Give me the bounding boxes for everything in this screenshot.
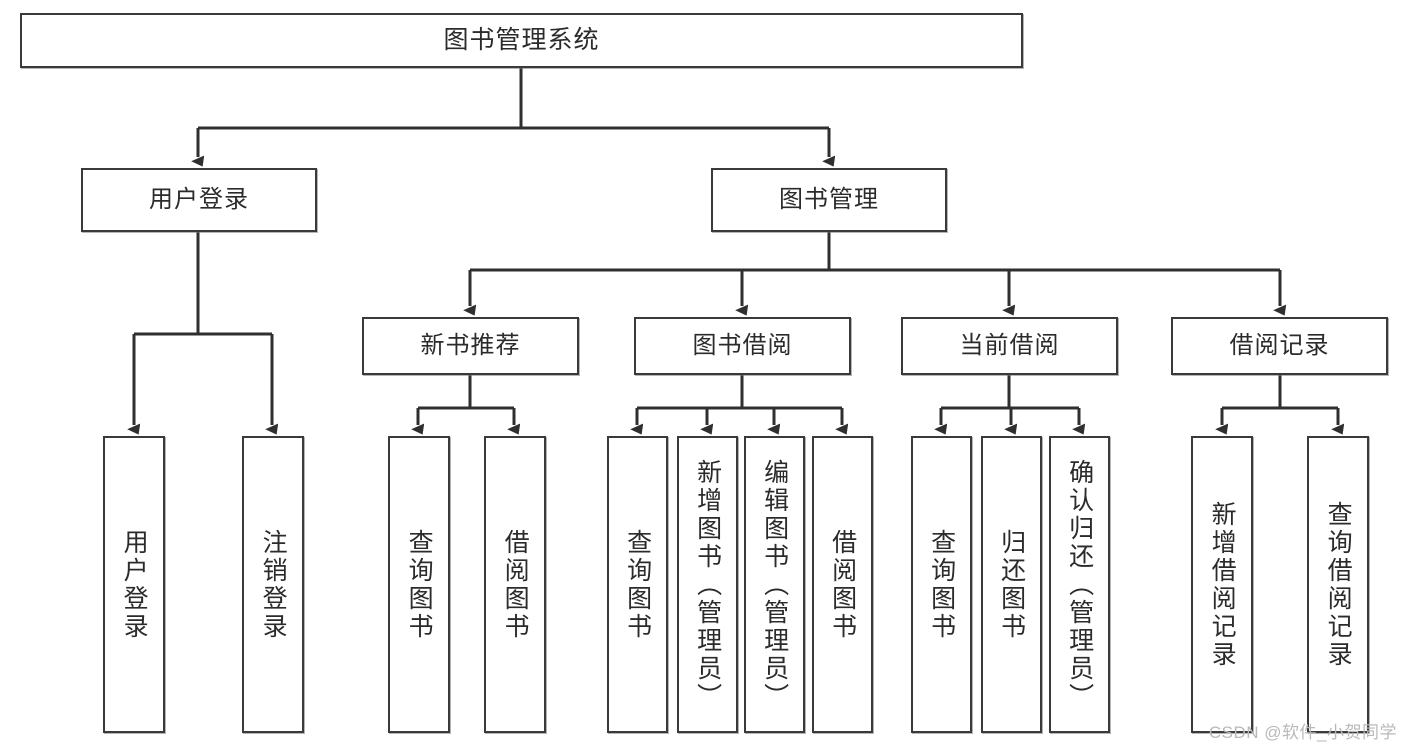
node-borrow-record-label: 借阅记录: [1229, 331, 1330, 359]
leaf-borrow-book-recommend-label: 借阅图书: [501, 528, 530, 641]
leaf-borrow-book-label: 借阅图书: [828, 528, 857, 641]
leaf-query-borrow-record[interactable]: 查询借阅记录: [1307, 436, 1369, 733]
leaf-add-book-admin[interactable]: 新增图书（管理员）: [677, 436, 738, 733]
leaf-query-book-recommend-label: 查询图书: [405, 528, 434, 641]
leaf-return-book[interactable]: 归还图书: [981, 436, 1042, 733]
leaf-return-book-label: 归还图书: [997, 528, 1026, 641]
leaf-borrow-book[interactable]: 借阅图书: [812, 436, 873, 733]
node-book-management-label: 图书管理: [779, 185, 879, 213]
node-user-login-label: 用户登录: [149, 185, 249, 213]
leaf-add-borrow-record-label: 新增借阅记录: [1208, 500, 1237, 669]
leaf-query-borrow-record-label: 查询借阅记录: [1324, 500, 1353, 669]
node-book-borrow[interactable]: 图书借阅: [634, 317, 851, 375]
node-root-label: 图书管理系统: [443, 25, 600, 54]
node-book-borrow-label: 图书借阅: [692, 331, 793, 359]
watermark-text: CSDN @软件_小贺同学: [1208, 723, 1397, 742]
node-user-login[interactable]: 用户登录: [81, 168, 317, 232]
leaf-query-book-current-label: 查询图书: [927, 528, 956, 641]
node-book-management[interactable]: 图书管理: [711, 168, 947, 232]
leaf-confirm-return-admin-label: 确认归还（管理员）: [1065, 458, 1094, 711]
node-new-book-recommend-label: 新书推荐: [420, 331, 521, 359]
node-new-book-recommend[interactable]: 新书推荐: [362, 317, 579, 375]
leaf-add-borrow-record[interactable]: 新增借阅记录: [1191, 436, 1253, 733]
leaf-logout-label: 注销登录: [259, 528, 288, 641]
leaf-confirm-return-admin[interactable]: 确认归还（管理员）: [1049, 436, 1110, 733]
node-current-borrow[interactable]: 当前借阅: [901, 317, 1118, 375]
leaf-user-login[interactable]: 用户登录: [103, 436, 165, 733]
leaf-query-book-borrow[interactable]: 查询图书: [607, 436, 668, 733]
leaf-add-book-admin-label: 新增图书（管理员）: [693, 458, 722, 711]
leaf-logout[interactable]: 注销登录: [242, 436, 304, 733]
node-borrow-record[interactable]: 借阅记录: [1171, 317, 1388, 375]
leaf-user-login-label: 用户登录: [120, 528, 149, 641]
leaf-edit-book-admin[interactable]: 编辑图书（管理员）: [744, 436, 805, 733]
leaf-borrow-book-recommend[interactable]: 借阅图书: [484, 436, 546, 733]
node-current-borrow-label: 当前借阅: [959, 331, 1060, 359]
leaf-query-book-borrow-label: 查询图书: [623, 528, 652, 641]
leaf-query-book-current[interactable]: 查询图书: [911, 436, 972, 733]
leaf-edit-book-admin-label: 编辑图书（管理员）: [760, 458, 789, 711]
node-root[interactable]: 图书管理系统: [20, 13, 1023, 68]
leaf-query-book-recommend[interactable]: 查询图书: [388, 436, 450, 733]
